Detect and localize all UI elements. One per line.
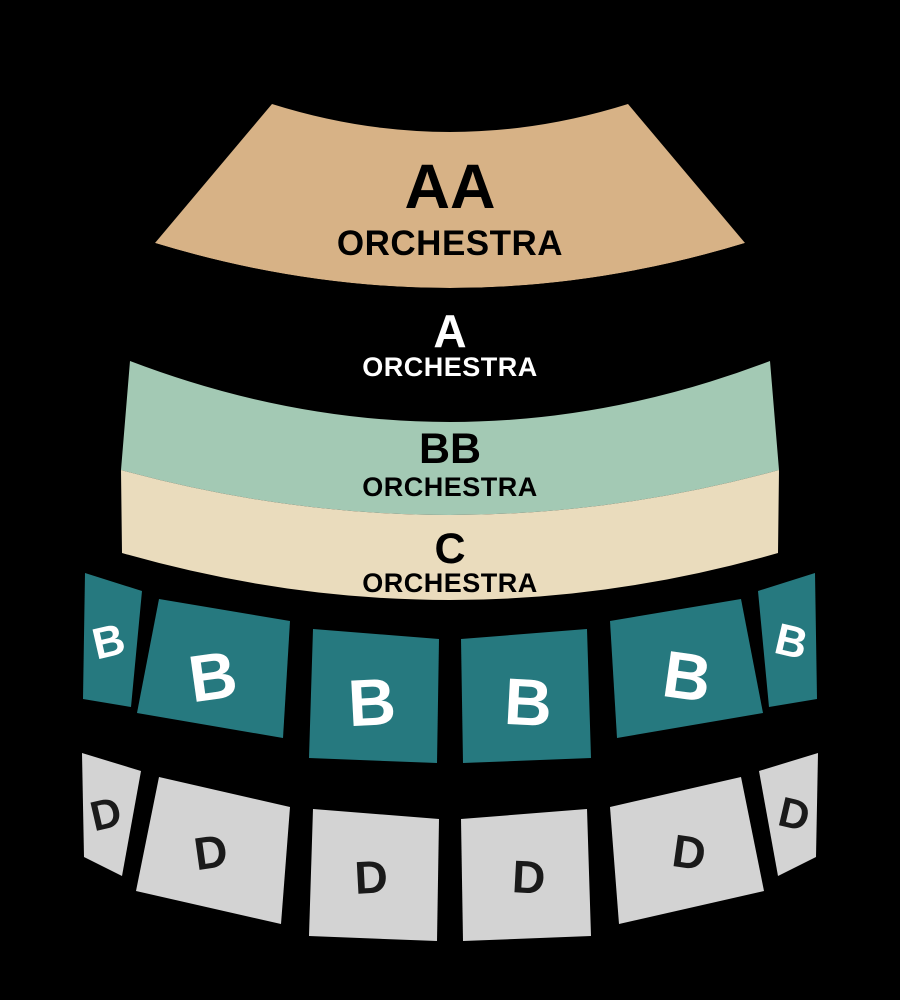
- section-aa-sublabel: ORCHESTRA: [337, 224, 563, 263]
- section-d-4[interactable]: [461, 809, 591, 941]
- section-d-4-label: D: [511, 850, 547, 904]
- section-d-3[interactable]: [309, 809, 439, 941]
- section-bb-sublabel: ORCHESTRA: [362, 472, 538, 502]
- section-b-1[interactable]: [83, 573, 142, 707]
- section-d-6[interactable]: [759, 753, 818, 876]
- section-a-label: A: [433, 305, 466, 357]
- section-b-6[interactable]: [758, 573, 817, 707]
- section-b-5[interactable]: [610, 599, 763, 738]
- section-d-3-label: D: [353, 850, 389, 904]
- section-b-3-label: B: [346, 664, 397, 740]
- section-a-sublabel: ORCHESTRA: [362, 352, 538, 382]
- section-b-4-label: B: [502, 664, 553, 740]
- section-b-4[interactable]: [461, 629, 591, 763]
- section-c-sublabel: ORCHESTRA: [362, 568, 538, 598]
- section-row-b: B B B B B B: [83, 573, 817, 763]
- section-d-2-label: D: [191, 824, 231, 880]
- section-row-d: D D D D D D: [82, 753, 818, 941]
- section-bb-label: BB: [419, 425, 481, 473]
- section-a-orchestra[interactable]: [130, 243, 770, 422]
- section-b-2-label: B: [184, 636, 242, 716]
- section-d-1[interactable]: [82, 753, 141, 876]
- section-d-2[interactable]: [136, 777, 290, 924]
- section-b-5-label: B: [658, 636, 716, 716]
- section-b-2[interactable]: [137, 599, 290, 738]
- section-bb-orchestra[interactable]: [121, 361, 779, 515]
- section-aa-label: AA: [405, 152, 496, 222]
- section-aa-orchestra[interactable]: [155, 104, 745, 288]
- section-b-3[interactable]: [309, 629, 439, 763]
- section-c-label: C: [434, 525, 465, 573]
- section-c-orchestra[interactable]: [121, 470, 779, 600]
- section-d-5-label: D: [669, 824, 709, 880]
- section-d-5[interactable]: [610, 777, 764, 924]
